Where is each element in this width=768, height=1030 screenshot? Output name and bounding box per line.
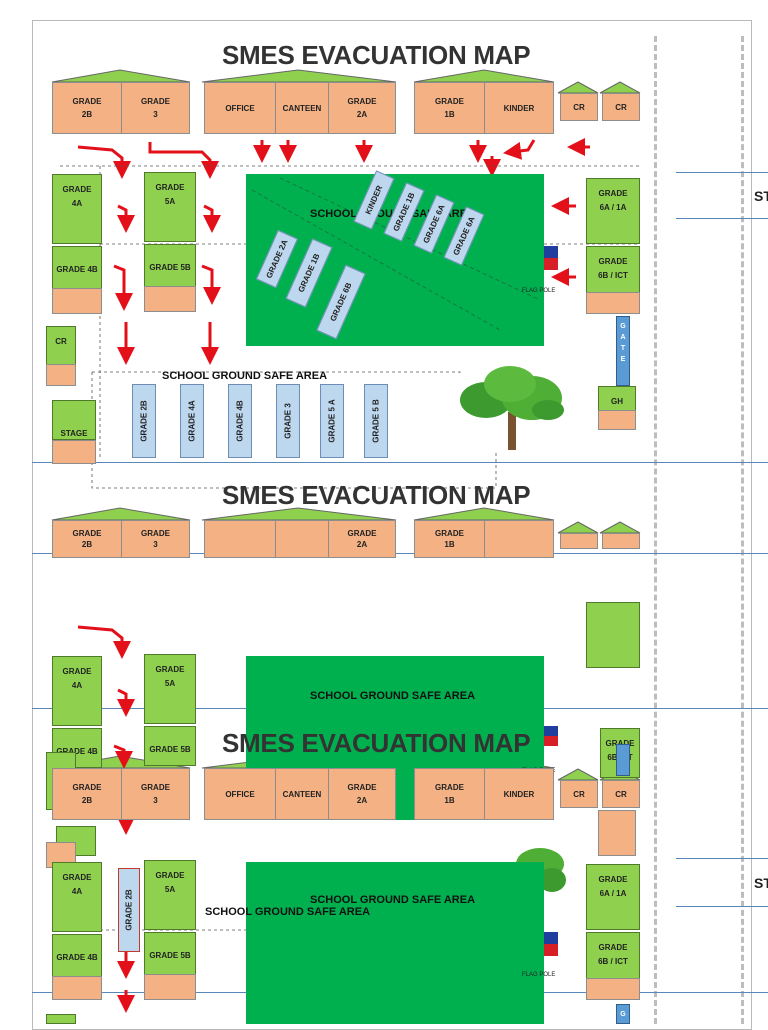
safe-area-field (246, 862, 544, 1024)
gate: G (616, 1004, 630, 1024)
room-6a-block (586, 602, 640, 668)
safe-area-label: SCHOOL GROUND SAFE AREA (310, 690, 476, 702)
guard-house-base (598, 410, 636, 430)
street-line (676, 218, 768, 219)
room-grade-5a: GRADE 5A (144, 860, 196, 930)
room-kinder: KINDER (484, 82, 554, 134)
room-grade-4a: GRADE 4A (52, 174, 102, 244)
stage: STAGE (52, 400, 96, 440)
room-office: OFFICE (204, 768, 276, 820)
page-title-3: SMES EVACUATION MAP (222, 728, 531, 758)
room-grade-1b: GRADE 1B (414, 520, 485, 558)
safe-area-label-overlap: SCHOOL GROUND SAFE AREA (205, 906, 371, 918)
room-grade-1b: GRADE 1B (414, 768, 485, 820)
room-grade-5b: GRADE 5B (144, 932, 196, 976)
room-grade-4a: GRADE 4A (52, 656, 102, 726)
flag-pole-label: FLAG POLE (522, 972, 556, 978)
overlap-line (32, 462, 768, 463)
room-grade-3: GRADE 3 (121, 82, 190, 134)
room-grade-2a: GRADE 2A (328, 768, 396, 820)
room-stage-partial (46, 1014, 76, 1024)
room-grade-5a: GRADE 5A (144, 654, 196, 724)
ground-bar-grade-3: GRADE 3 (276, 384, 300, 458)
zone-line (91, 372, 497, 489)
room-cr: CR (602, 93, 640, 121)
room-grade-6a-1a: GRADE 6A / 1A (586, 178, 640, 244)
room-grade-6b-ict-base (586, 978, 640, 1000)
evac-arrow (201, 264, 221, 305)
ground-bar-grade-2b: GRADE 2B (132, 384, 156, 458)
evac-arrow (117, 204, 135, 233)
room-cr-small: CR (46, 326, 76, 366)
room-guard-base (598, 810, 636, 856)
evac-arrow (77, 625, 131, 659)
room-canteen: CANTEEN (275, 768, 329, 820)
evac-arrow (148, 142, 219, 179)
room-grade-2a: GRADE 2A (328, 520, 396, 558)
room-grade-5b-base (144, 974, 196, 1000)
street-label: ST (754, 188, 768, 204)
ground-bar-grade-5b: GRADE 5 B (364, 384, 388, 458)
room-grade-6b-ict: GRADE 6B / ICT (586, 932, 640, 980)
evac-arrow (503, 139, 536, 160)
room-grade-2a: GRADE 2A (328, 82, 396, 134)
zone-line (92, 371, 461, 376)
ground-bar-grade-5a: GRADE 5 A (320, 384, 344, 458)
boundary-dash-left (654, 36, 657, 1024)
room-grade-6a-1a: GRADE 6A / 1A (586, 864, 640, 930)
ground-bar-grade-4b: GRADE 4B (228, 384, 252, 458)
guard-house: GH (598, 386, 636, 412)
room-grade-3: GRADE 3 (121, 768, 190, 820)
room-cr: CR (560, 780, 598, 808)
room-grade-5b-base (144, 286, 196, 312)
evac-arrow (77, 145, 131, 179)
room-canteen: CANTEEN (275, 82, 329, 134)
boundary-dash-right (741, 36, 744, 1024)
room-grade-2b: GRADE 2B (52, 520, 122, 558)
street-line (676, 906, 768, 907)
evac-arrow (113, 744, 133, 769)
room-grade-3: GRADE 3 (121, 520, 190, 558)
room-cr: CR (560, 93, 598, 121)
street-line (676, 172, 768, 173)
room-cr (602, 533, 640, 549)
evac-arrow (203, 204, 221, 233)
safe-area-field (246, 174, 544, 346)
room-grade-2b: GRADE 2B (52, 768, 122, 820)
evac-arrow (117, 688, 135, 717)
safe-area-label-ground: SCHOOL GROUND SAFE AREA (162, 370, 328, 382)
room-kinder: KINDER (484, 768, 554, 820)
room-office (204, 520, 276, 558)
street-label: ST (754, 875, 768, 891)
flag-pole-label: FLAG POLE (522, 288, 556, 294)
street-line (676, 858, 768, 859)
gate: G A T E (616, 316, 630, 386)
room-grade-4b-base (52, 976, 102, 1000)
room-grade-5b: GRADE 5B (144, 726, 196, 766)
page-title-2: SMES EVACUATION MAP (222, 480, 531, 510)
room-cr: CR (602, 780, 640, 808)
stage-base (52, 440, 96, 464)
room-grade-5a: GRADE 5A (144, 172, 196, 242)
overlap-bar-grade-2b: GRADE 2B (118, 868, 140, 952)
page-title: SMES EVACUATION MAP (222, 40, 531, 70)
room-cr-small-base (46, 364, 76, 386)
gate-partial (616, 744, 630, 776)
room-grade-4b: GRADE 4B (52, 934, 102, 978)
room-canteen (275, 520, 329, 558)
room-grade-6b-ict-base (586, 292, 640, 314)
room-grade-4b-base (52, 288, 102, 314)
room-office: OFFICE (204, 82, 276, 134)
safe-area-label: SCHOOL GROUND SAFE AREA (310, 894, 476, 906)
room-kinder (484, 520, 554, 558)
evac-arrow (113, 264, 133, 311)
room-grade-1b: GRADE 1B (414, 82, 485, 134)
ground-bar-grade-4a: GRADE 4A (180, 384, 204, 458)
tree-icon (460, 366, 564, 450)
room-grade-4a: GRADE 4A (52, 862, 102, 932)
overlap-line (32, 553, 768, 554)
room-cr (560, 533, 598, 549)
